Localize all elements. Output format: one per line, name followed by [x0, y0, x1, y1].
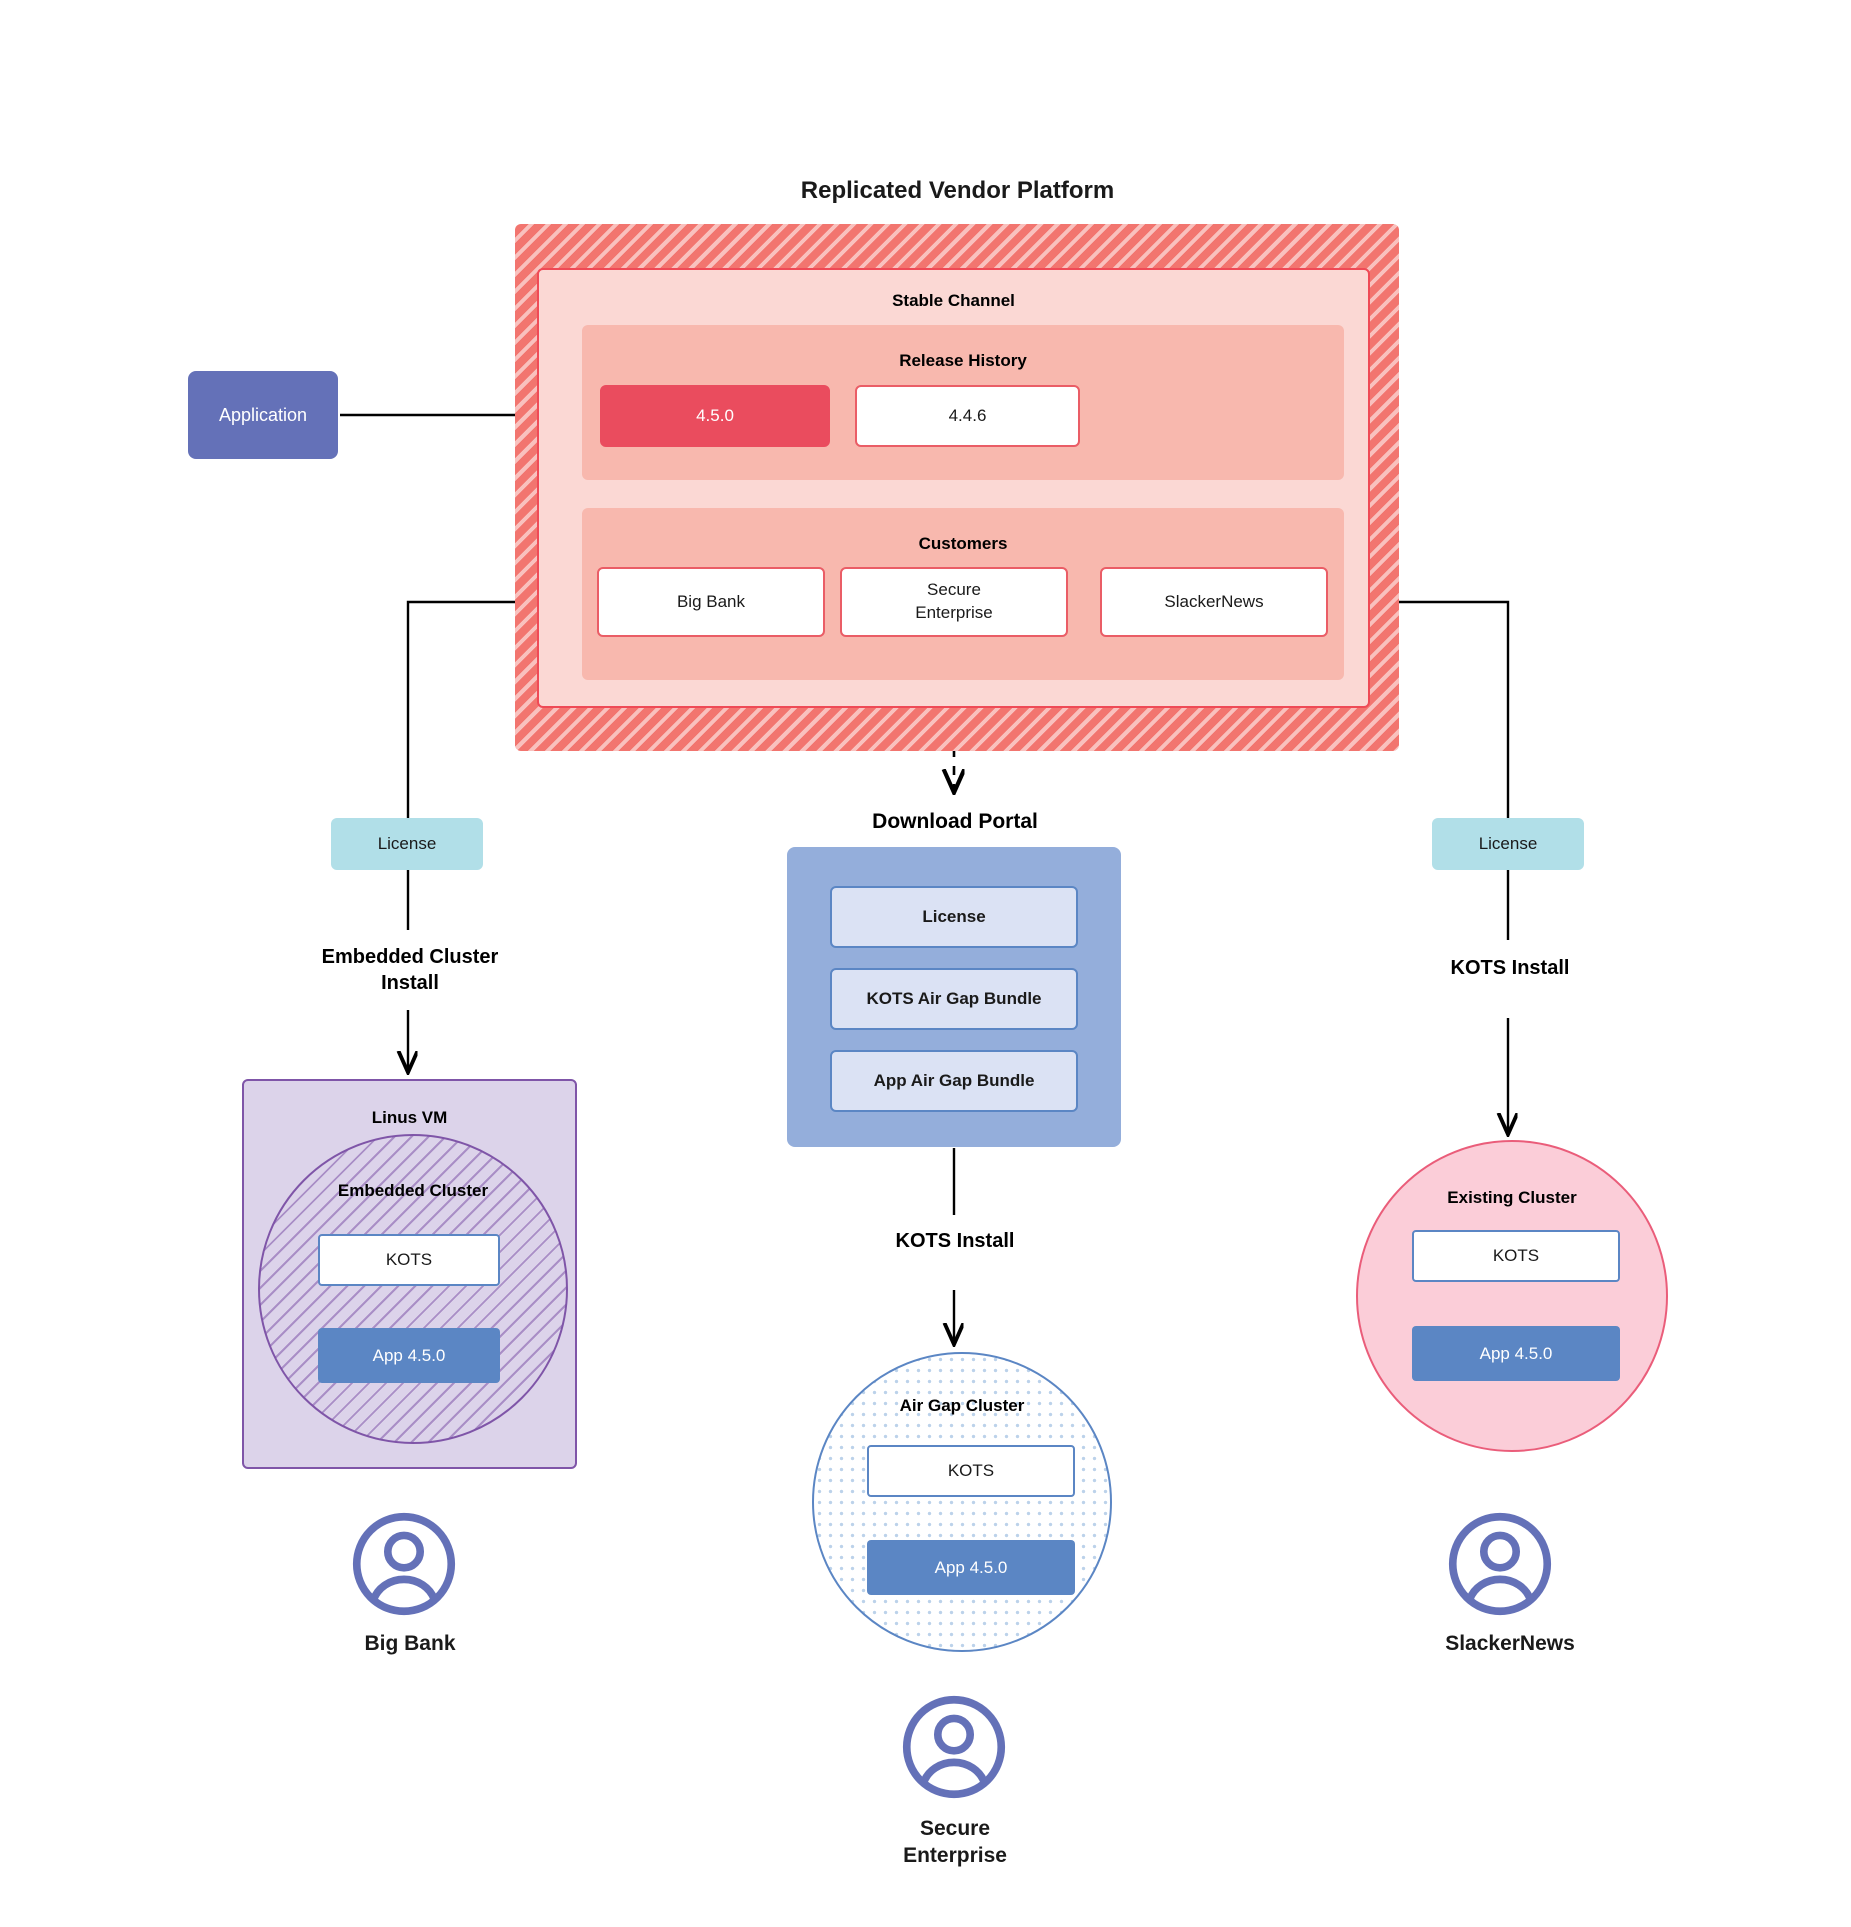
user-avatar-icon [1448, 1512, 1552, 1616]
persona-label-big-bank: Big Bank [364, 1632, 456, 1655]
application-node[interactable]: Application [188, 371, 338, 459]
stable-channel-label: Stable Channel [892, 291, 1015, 310]
persona-label-slackernews: SlackerNews [1445, 1632, 1575, 1655]
air-gap-cluster-label: Air Gap Cluster [899, 1396, 1025, 1415]
customer-secure-enterprise[interactable]: Secure Enterprise [840, 567, 1068, 637]
edge-label-embedded-cluster-install: Embedded Cluster Install [321, 946, 499, 994]
embedded-cluster-circle [258, 1134, 568, 1444]
kots-box-right[interactable]: KOTS [1412, 1230, 1620, 1282]
app-box-right[interactable]: App 4.5.0 [1412, 1326, 1620, 1381]
existing-cluster-circle [1356, 1140, 1668, 1452]
portal-item-license[interactable]: License [830, 886, 1078, 948]
release-history-label: Release History [899, 351, 1027, 370]
persona-label-secure-enterprise: Secure Enterprise [903, 1817, 1007, 1868]
page-title: Replicated Vendor Platform [800, 177, 1115, 204]
release-version-current[interactable]: 4.5.0 [600, 385, 830, 447]
customer-slackernews[interactable]: SlackerNews [1100, 567, 1328, 637]
license-chip-left[interactable]: License [331, 818, 483, 870]
download-portal-title: Download Portal [872, 810, 1038, 833]
portal-item-app-air-gap-bundle[interactable]: App Air Gap Bundle [830, 1050, 1078, 1112]
kots-box-left[interactable]: KOTS [318, 1234, 500, 1286]
existing-cluster-label: Existing Cluster [1447, 1188, 1577, 1207]
app-box-center[interactable]: App 4.5.0 [867, 1540, 1075, 1595]
kots-box-center[interactable]: KOTS [867, 1445, 1075, 1497]
linux-vm-label: Linus VM [371, 1108, 448, 1127]
user-avatar-icon [352, 1512, 456, 1616]
customers-label: Customers [918, 534, 1008, 553]
embedded-cluster-label: Embedded Cluster [337, 1181, 489, 1200]
portal-item-kots-air-gap-bundle[interactable]: KOTS Air Gap Bundle [830, 968, 1078, 1030]
user-avatar-icon [902, 1695, 1006, 1799]
customer-big-bank[interactable]: Big Bank [597, 567, 825, 637]
license-chip-right[interactable]: License [1432, 818, 1584, 870]
app-box-left[interactable]: App 4.5.0 [318, 1328, 500, 1383]
air-gap-cluster-circle [812, 1352, 1112, 1652]
edge-label-kots-install-right: KOTS Install [1450, 957, 1570, 979]
release-version-previous[interactable]: 4.4.6 [855, 385, 1080, 447]
edge-label-kots-install-center: KOTS Install [895, 1230, 1015, 1252]
